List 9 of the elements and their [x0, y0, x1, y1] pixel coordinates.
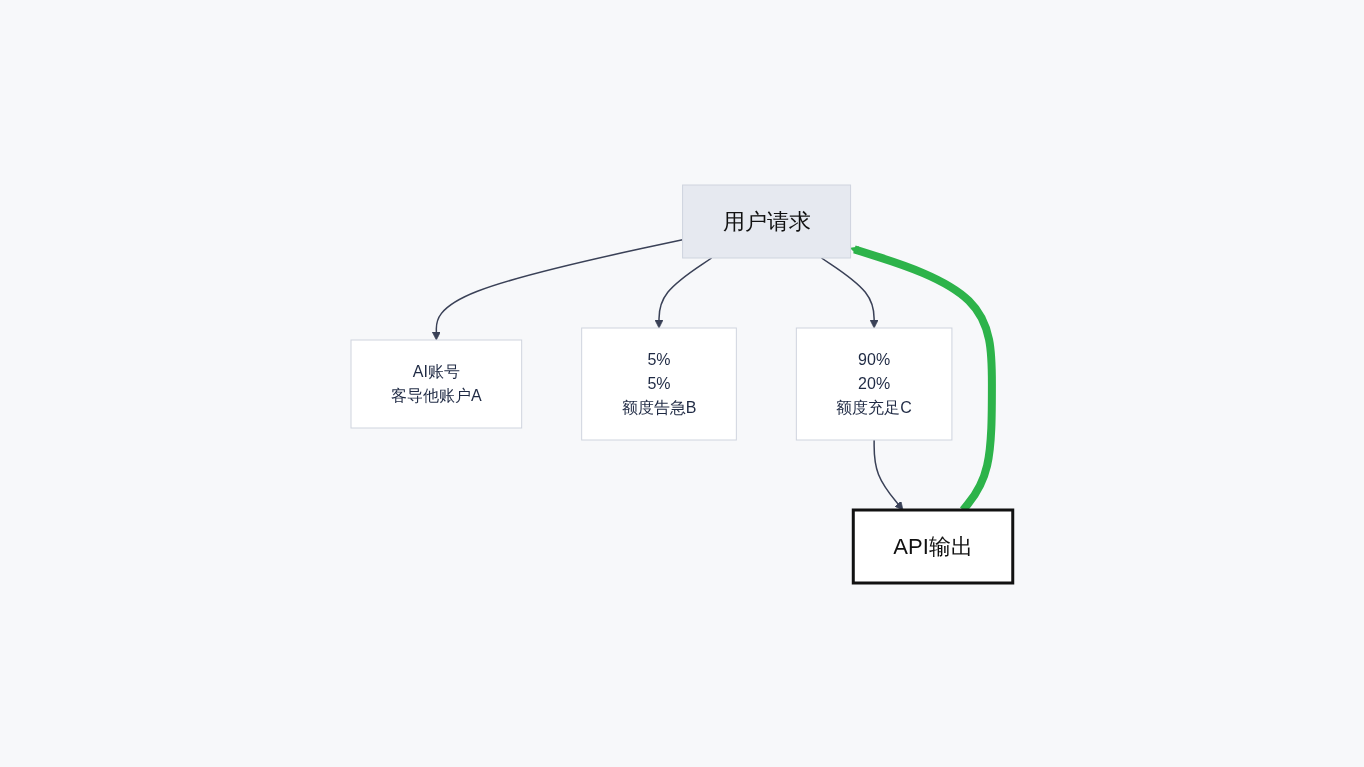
- arrow: [432, 238, 684, 340]
- node-box: 5% 5% 额度告急B: [581, 327, 737, 440]
- node-box: API输出: [851, 508, 1015, 584]
- arrow: [820, 256, 879, 328]
- arrow: [873, 438, 904, 510]
- arrow: [654, 256, 713, 328]
- node-box: 用户请求: [682, 184, 852, 258]
- node-box: AI账号 客导他账户A: [350, 339, 523, 428]
- node-box: 90% 20% 额度充足C: [795, 327, 953, 440]
